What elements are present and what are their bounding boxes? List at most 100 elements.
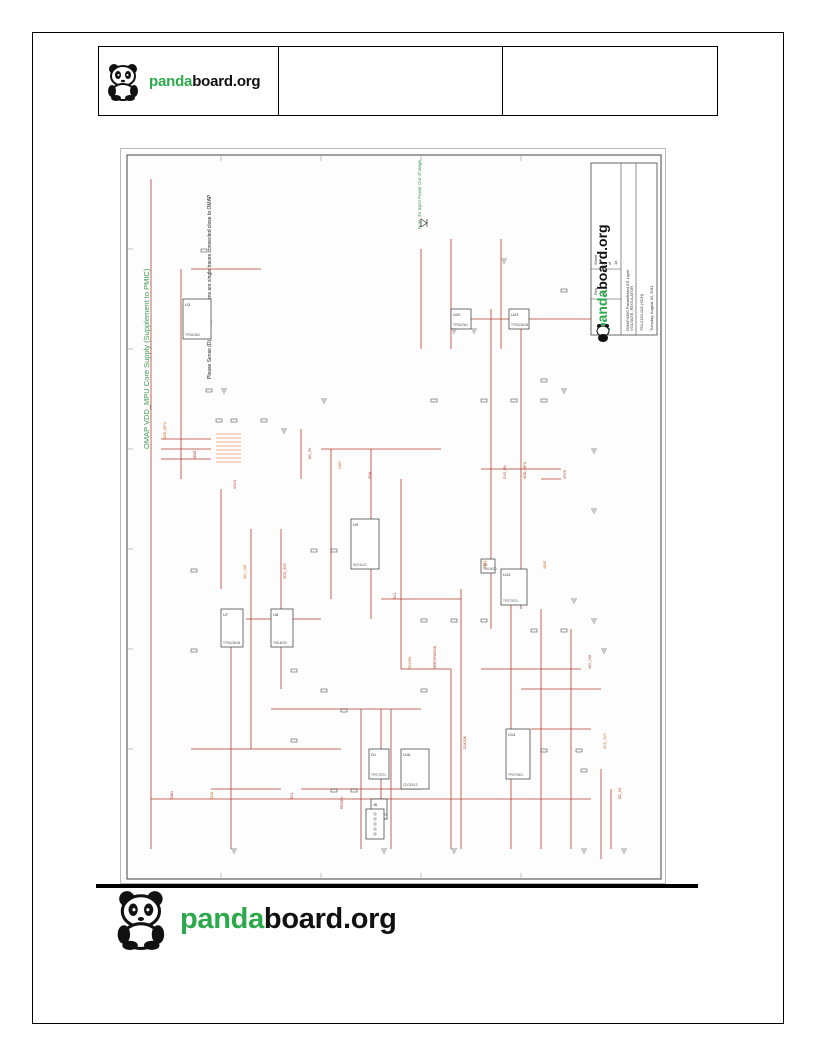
passive-15 [540, 748, 548, 753]
net-label-21: SDA [210, 791, 214, 799]
net-label-1: VBAT [193, 449, 197, 459]
ic-part-2: TWL6030 [273, 641, 287, 645]
title-block-rev-value: A [601, 292, 606, 295]
ic-part-8: TPS62361B [511, 323, 528, 327]
ic-refdes-3: U9 [353, 522, 359, 527]
schematic-note: Please Sense (D) and C(-) connections ar… [207, 194, 213, 379]
passive-8 [290, 738, 298, 743]
title-block-panda-icon [596, 324, 610, 342]
net-label-12: VSEL [483, 560, 487, 569]
passive-28 [310, 548, 318, 553]
ic-7 [450, 308, 472, 330]
title-block-of-label: of [607, 261, 612, 265]
ground-icon-5 [501, 258, 507, 264]
passive-10 [450, 618, 458, 623]
ic-11 [368, 748, 390, 780]
ground-icon-11 [601, 648, 607, 654]
header-table: pandaboard.org [98, 46, 718, 116]
ic-0 [182, 298, 212, 340]
net-label-22: SCL [290, 792, 294, 799]
schematic-sheet: pandaboard.org OMAP4460 PandaBoard ES La… [120, 148, 666, 884]
passive-5 [290, 668, 298, 673]
passive-20 [430, 398, 438, 403]
ic-refdes-4: U13 [503, 572, 511, 577]
passive-19 [350, 788, 358, 793]
ic-2 [270, 608, 294, 648]
net-label-11: CLK32K [463, 735, 467, 749]
connector-pin-3 [373, 827, 377, 831]
ic-refdes-1: U7 [223, 612, 229, 617]
passive-13 [560, 628, 568, 633]
schematic-frame [126, 154, 662, 880]
ic-refdes-5: U14 [508, 732, 516, 737]
title-block-rev-label: Rev [593, 288, 598, 295]
net-label-10: NRESPWRON [433, 645, 437, 669]
header-cell-middle [279, 47, 503, 115]
title-block-sheet-label: Sheet [593, 254, 598, 265]
wires [150, 179, 612, 859]
header-cell-right [503, 47, 717, 115]
ic-refdes-10: J6 [373, 802, 378, 807]
ic-3 [350, 518, 380, 570]
schematic-title: OMAP VDD_MPU Core Supply (Supplement to … [142, 268, 151, 449]
net-label-5: DC_5V [308, 447, 312, 459]
ground-icon-0 [221, 388, 227, 394]
schematic-right-note: Note: 3V Input Power Out of range [417, 159, 422, 229]
header-brand-highlight: panda [149, 72, 193, 90]
passive-25 [540, 378, 548, 383]
passive-21 [480, 398, 488, 403]
ground-icon-13 [581, 848, 587, 854]
net-label-15: VBAT [543, 559, 547, 569]
net-label-0: VDD_MPU [163, 421, 167, 439]
header-logo: pandaboard.org [105, 61, 261, 101]
ic-9 [480, 558, 496, 574]
ic-part-3: SN74LVC [353, 563, 368, 567]
panda-logo-icon-large [117, 891, 165, 950]
ic-refdes-11: D1 [371, 752, 377, 757]
connector-pin-2 [373, 822, 377, 826]
ic-refdes-7: U20 [453, 312, 461, 317]
ground-icon-6 [561, 388, 567, 394]
net-label-14: VDD_MPU [523, 461, 527, 479]
connector-j5 [365, 808, 385, 840]
passive-18 [330, 788, 338, 793]
passive-3 [230, 418, 238, 423]
ground-icon-16 [231, 848, 237, 854]
footer-logo: pandaboard.org [112, 888, 397, 950]
net-label-20: GND [170, 791, 174, 799]
title-block-project: OMAP4460 PandaBoard ES Layer [625, 269, 630, 331]
title-block-sheet-title: VOLTAGE_REGULATOR [629, 286, 634, 331]
passive-2 [215, 418, 223, 423]
ic-8 [508, 308, 530, 330]
ic-refdes-8: U23 [511, 312, 519, 317]
title-block-sheet-value: 2 [601, 262, 606, 265]
ic-part-9: TWL6030 [483, 567, 497, 571]
ground-icon-4 [471, 328, 477, 334]
title-block-total-sheets: 14 [613, 260, 618, 265]
frame-ticks [127, 155, 522, 879]
components: U3TPS62361U7TPS62361BU8TWL6030U9SN74LVCU… [182, 218, 627, 854]
ic-part-6: CDCE913 [403, 783, 418, 787]
ground-icon-12 [621, 848, 627, 854]
ic-6 [400, 748, 430, 790]
footer-brand-rest: board.org [263, 902, 397, 935]
ic-part-11: TPS73701 [371, 773, 386, 777]
ic-refdes-6: U16 [403, 752, 411, 757]
ic-refdes-2: U8 [273, 612, 279, 617]
passive-14 [420, 688, 428, 693]
page-border [32, 32, 784, 1024]
ic-part-5: TPS79301 [508, 773, 523, 777]
title-block-brand: pandaboard.org [594, 224, 610, 331]
connector-pin-0 [373, 812, 377, 816]
ground-icon-2 [321, 398, 327, 404]
ic-4 [500, 568, 528, 606]
net-label-7: SDA [368, 471, 372, 479]
net-label-6: GND [338, 461, 342, 469]
passive-12 [530, 628, 538, 633]
ic-part-4: TPS73701 [503, 599, 518, 603]
ic-5 [505, 728, 531, 780]
ic-1 [220, 608, 244, 648]
passive-26 [190, 568, 198, 573]
ground-icon-10 [591, 618, 597, 624]
